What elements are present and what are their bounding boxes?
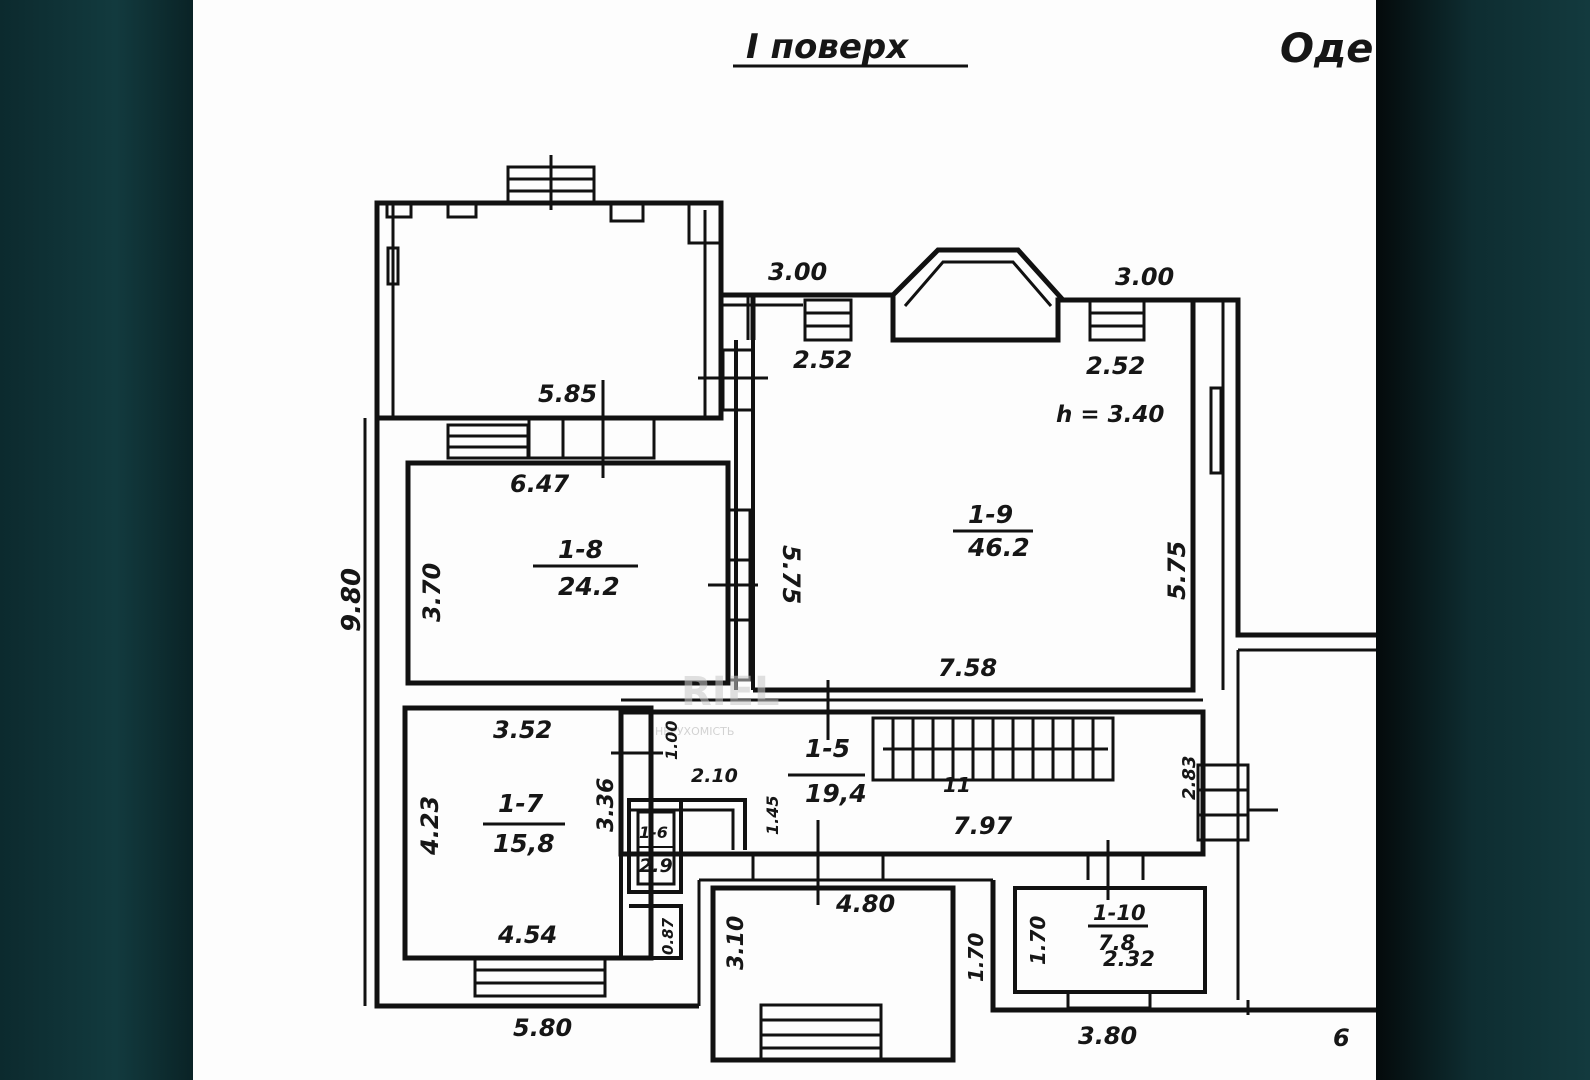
room-area-1-9: 46.2 — [967, 533, 1030, 562]
room-area-1-8: 24.2 — [558, 572, 620, 601]
room-area-1-7: 15,8 — [493, 829, 555, 858]
room-id-1-8: 1-8 — [558, 535, 603, 564]
room-area-1-5: 19,4 — [805, 779, 867, 808]
room-id-1-7: 1-7 — [498, 789, 544, 818]
dim-3-00-a: 3.00 — [768, 258, 827, 286]
window-1-7 — [473, 956, 607, 998]
dim-4-54: 4.54 — [497, 921, 557, 949]
ceiling-height-note: h = 3.40 — [1056, 402, 1164, 428]
dim-4-23: 4.23 — [416, 796, 444, 856]
room-id-1-5: 1-5 — [805, 734, 850, 763]
window-right-side — [1209, 386, 1223, 475]
window-1-9-right — [1088, 298, 1146, 342]
dim-3-10: 3.10 — [724, 916, 749, 970]
dim-2-10: 2.10 — [691, 765, 738, 787]
room-labels: 1-9 46.2 1-8 24.2 1-7 15,8 1-5 19,4 1-6 … — [493, 402, 1164, 955]
dim-2-52-a: 2.52 — [793, 346, 852, 374]
staircase — [871, 716, 1115, 782]
dim-5-75-b: 5.75 — [1163, 541, 1191, 600]
walls — [363, 200, 1376, 1063]
dim-3-36: 3.36 — [594, 778, 619, 832]
room-id-1-10: 1-10 — [1093, 901, 1146, 925]
dimension-labels: 3.00 3.00 2.52 2.52 5.85 6.47 7.58 3.52 … — [337, 258, 1350, 1052]
dim-3-80: 3.80 — [1078, 1022, 1137, 1050]
dim-3-00-b: 3.00 — [1115, 263, 1174, 291]
room-area-1-6: 2.9 — [639, 855, 673, 877]
window-1-9-left — [803, 298, 853, 342]
dim-4-80: 4.80 — [835, 890, 895, 918]
watermark-sub: НЕРУХОМІСТЬ — [655, 725, 734, 738]
dim-2-83: 2.83 — [1179, 756, 1200, 800]
wall-bottom-right-room — [990, 880, 1253, 1013]
dim-5-85: 5.85 — [538, 380, 597, 408]
dim-1-70-b: 1.70 — [1026, 916, 1050, 965]
wall-left-outer — [374, 418, 699, 1009]
dim-3-70: 3.70 — [418, 563, 446, 622]
dim-1-45: 1.45 — [763, 796, 782, 835]
right-background — [1376, 0, 1590, 1080]
dim-1-70-a: 1.70 — [964, 933, 988, 982]
window-1-8 — [446, 423, 530, 460]
dim-6-47: 6.47 — [510, 470, 570, 498]
room-id-1-6: 1-6 — [639, 823, 668, 842]
dim-5-80: 5.80 — [513, 1014, 572, 1042]
corner-text: Оде — [1280, 26, 1373, 72]
dim-5-75-a: 5.75 — [777, 545, 805, 604]
dim-0-87: 0.87 — [659, 917, 677, 955]
watermark: RIEL — [681, 669, 780, 715]
room-id-1-9: 1-9 — [968, 500, 1013, 529]
dim-9-80: 9.80 — [337, 568, 367, 632]
left-background — [0, 0, 193, 1080]
stair-mark: 11 — [943, 773, 971, 797]
floor-plan-sheet: I поверх Оде — [193, 0, 1376, 1080]
wall-bottom-middle-room — [710, 885, 956, 1063]
plan-title: I поверх — [746, 27, 909, 67]
dim-7-58: 7.58 — [938, 654, 997, 682]
dim-1-00: 1.00 — [662, 721, 681, 760]
floor-plan: I поверх Оде — [337, 26, 1376, 1063]
window-1-10 — [1066, 990, 1152, 1010]
dim-2-32: 2.32 — [1103, 947, 1155, 971]
door-marks — [601, 376, 1145, 905]
window-bottom — [759, 1003, 883, 1062]
wall-corridor-1-5 — [618, 709, 1206, 857]
dim-2-52-b: 2.52 — [1086, 352, 1145, 380]
dim-7-97: 7.97 — [953, 812, 1013, 840]
dim-6: 6 — [1333, 1024, 1350, 1052]
room-area-1-10: 7.8 — [1098, 931, 1135, 955]
dim-3-52: 3.52 — [493, 716, 552, 744]
room-fraction-lines — [483, 529, 1148, 928]
